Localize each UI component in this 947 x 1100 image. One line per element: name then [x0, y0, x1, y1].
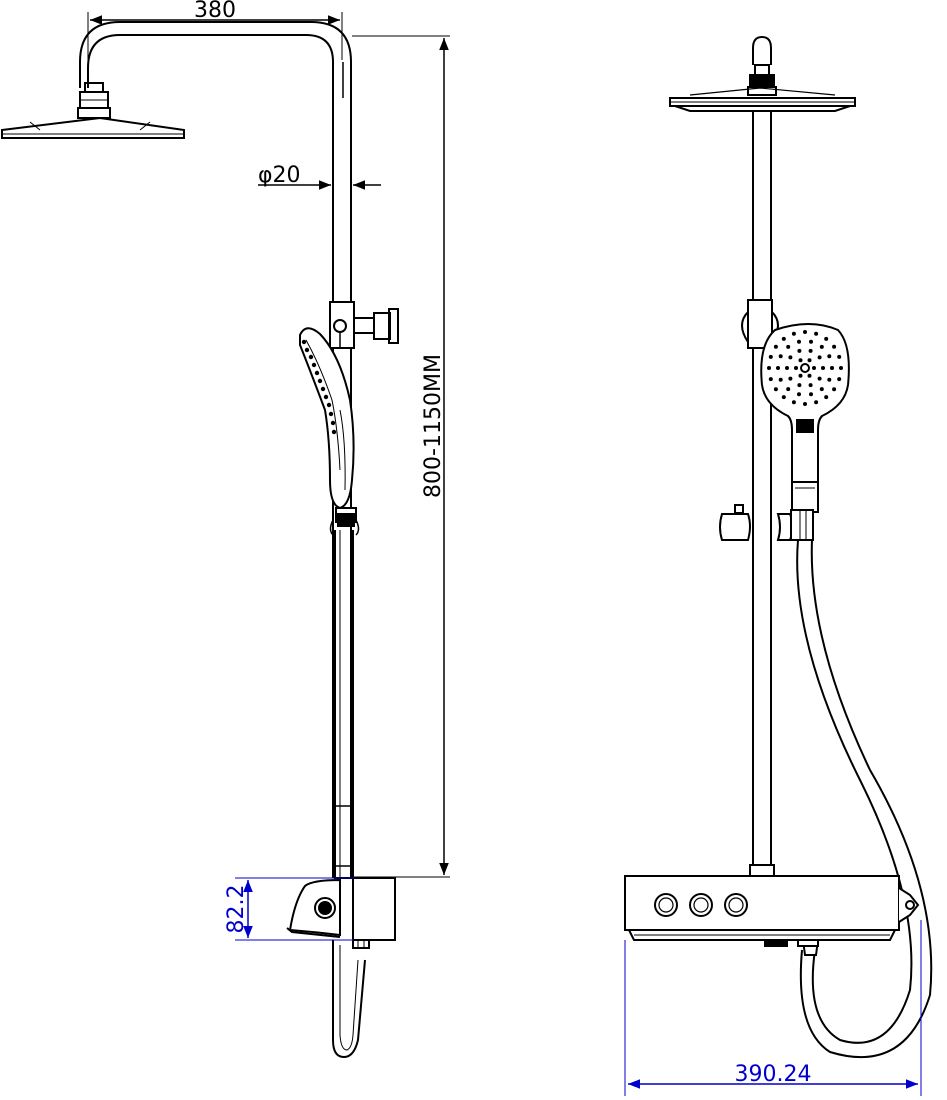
- front-rain-head: [669, 87, 856, 112]
- front-slider-bracket: [719, 504, 814, 541]
- dim-pipe-diameter: φ20: [258, 163, 301, 188]
- front-head-connector: [747, 35, 777, 96]
- front-pipe: [749, 111, 775, 878]
- side-rain-head: [1, 116, 185, 139]
- front-knob-2: [689, 893, 713, 917]
- side-lower-rod: [334, 530, 354, 878]
- dim-390-group: [624, 920, 922, 1096]
- side-hand-shower: [299, 327, 360, 536]
- dim-height-range: 800-1150MM: [421, 354, 446, 498]
- front-thermostat-panel: [624, 875, 920, 947]
- dim-380: 380: [194, 0, 236, 23]
- front-view: [624, 35, 933, 1059]
- side-shelf-body: [286, 877, 396, 941]
- side-dimensions: [87, 12, 450, 878]
- front-hose: [796, 539, 933, 1059]
- front-hand-shower: [760, 323, 850, 513]
- front-knob-1: [654, 893, 678, 917]
- front-nozzle-pattern: [767, 330, 843, 406]
- dim-panel-width: 390.24: [735, 1062, 812, 1087]
- dim-shelf-height: 82.2: [224, 885, 249, 934]
- side-diverter: [329, 301, 399, 349]
- side-hose: [332, 939, 370, 1059]
- front-knob-3: [724, 893, 748, 917]
- side-view: [1, 21, 399, 1059]
- dim-82-2-group: [235, 877, 354, 941]
- side-overhead-arm: [87, 34, 334, 878]
- side-head-connector: [77, 82, 111, 119]
